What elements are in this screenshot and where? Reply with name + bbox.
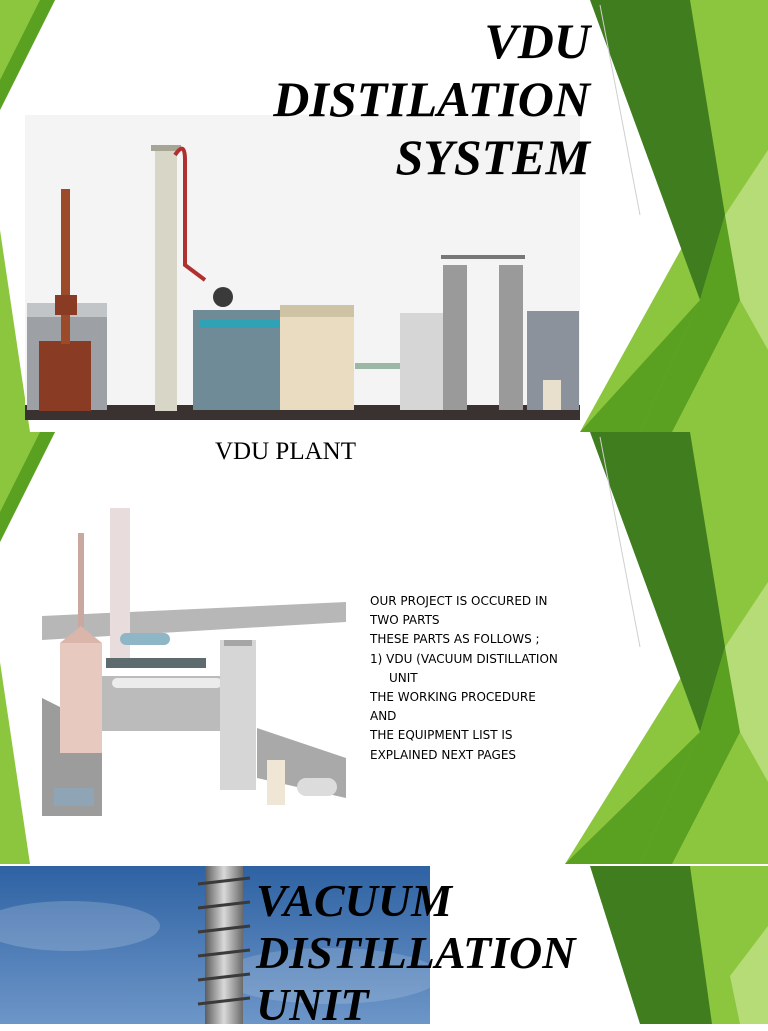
body-line: 1) VDU (VACUUM DISTILLATION — [370, 651, 558, 666]
slide-1: VDU DISTILATION SYSTEM — [0, 0, 768, 432]
title-line: SYSTEM — [395, 129, 590, 185]
body-line: AND — [370, 709, 397, 724]
body-line: THE EQUIPMENT LIST IS — [370, 728, 513, 743]
slide-2-caption: VDU PLANT — [215, 438, 356, 465]
body-line: THESE PARTS AS FOLLOWS ; — [370, 632, 540, 647]
slide-1-green-decoration — [0, 0, 768, 432]
plant-elevation-image — [25, 115, 580, 420]
body-line: TWO PARTS — [370, 613, 440, 628]
body-line: THE WORKING PROCEDURE — [370, 690, 536, 705]
title-line: UNIT — [256, 979, 369, 1030]
distillation-column-photo — [0, 866, 430, 1024]
slide-2-body: OUR PROJECT IS OCCURED IN TWO PARTS THES… — [370, 592, 590, 765]
plant-isometric-image — [42, 498, 346, 816]
title-line: DISTILLATION — [256, 927, 576, 978]
slide-1-title: VDU DISTILATION SYSTEM — [273, 12, 590, 186]
body-line: OUR PROJECT IS OCCURED IN — [370, 594, 548, 608]
title-line: DISTILATION — [273, 71, 590, 127]
body-line: EXPLAINED NEXT PAGES — [370, 747, 517, 762]
title-line: VACUUM — [256, 875, 452, 926]
title-line: VDU — [484, 13, 590, 69]
slide-3-green-decoration — [590, 866, 768, 1024]
slide-2-green-decoration — [0, 432, 768, 864]
body-line: UNIT — [389, 670, 418, 685]
slide-3-title: VACUUM DISTILLATION UNIT — [256, 875, 575, 1031]
